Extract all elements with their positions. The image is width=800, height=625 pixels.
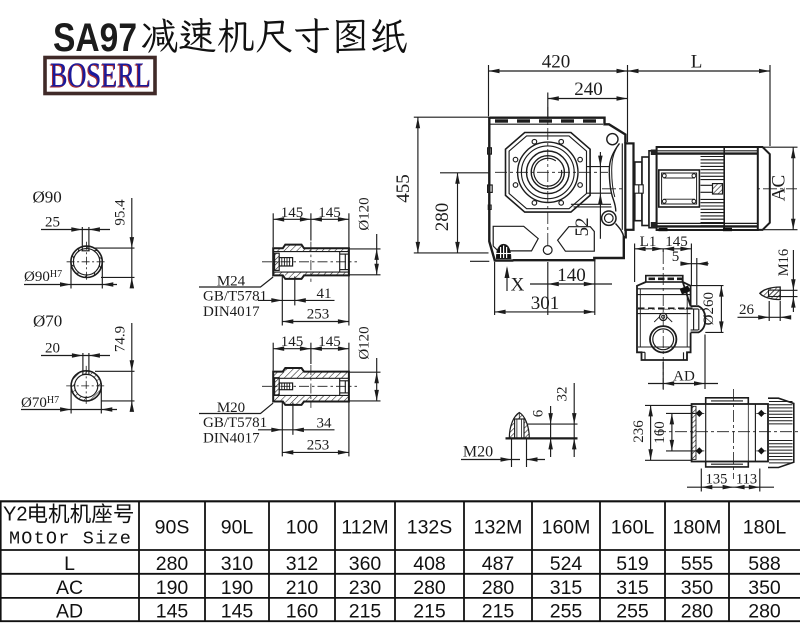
svg-text:32: 32 [555,387,571,402]
svg-text:160M: 160M [542,517,591,539]
svg-text:L: L [64,553,75,575]
svg-text:240: 240 [574,79,603,100]
svg-text:74.9: 74.9 [113,326,129,352]
svg-text:GB/T5781: GB/T5781 [203,415,267,431]
svg-text:190: 190 [221,577,254,599]
svg-text:135: 135 [706,472,728,488]
svg-text:524: 524 [550,553,583,575]
svg-text:26: 26 [739,302,755,318]
svg-text:160: 160 [286,601,319,623]
svg-text:280: 280 [413,577,446,599]
svg-text:6: 6 [531,409,547,417]
svg-text:100: 100 [286,517,319,539]
svg-text:52: 52 [572,218,593,237]
svg-text:34: 34 [317,415,333,431]
svg-text:M20: M20 [217,400,245,416]
svg-text:M16: M16 [776,249,792,276]
svg-text:215: 215 [482,601,515,623]
svg-text:145: 145 [281,205,304,221]
svg-text:AD: AD [56,601,83,623]
svg-text:132S: 132S [407,517,453,539]
svg-text:Ø120: Ø120 [357,197,373,230]
svg-text:95.4: 95.4 [113,199,129,226]
svg-text:420: 420 [542,52,571,73]
svg-text:280: 280 [156,553,189,575]
svg-text:M20: M20 [463,444,493,461]
svg-text:90S: 90S [155,517,190,539]
svg-text:408: 408 [413,553,446,575]
svg-text:145: 145 [221,601,254,623]
svg-text:310: 310 [221,553,254,575]
svg-text:255: 255 [616,601,649,623]
svg-text:519: 519 [616,553,649,575]
svg-text:160L: 160L [611,517,655,539]
svg-text:Y2: Y2 [3,504,27,526]
svg-text:360: 360 [349,553,382,575]
svg-text:180M: 180M [673,517,722,539]
svg-text:Ø90: Ø90 [33,188,62,207]
svg-text:90L: 90L [221,517,254,539]
svg-text:280: 280 [748,601,781,623]
svg-text:L: L [691,52,703,73]
svg-text:MOtOr Size: MOtOr Size [9,529,132,550]
svg-text:190: 190 [156,577,189,599]
svg-text:312: 312 [286,553,319,575]
svg-text:AD: AD [673,369,695,385]
svg-text:SA97: SA97 [53,16,137,60]
svg-text:M24: M24 [217,274,246,290]
svg-text:555: 555 [681,553,714,575]
svg-text:145: 145 [318,334,341,350]
svg-text:280: 280 [681,601,714,623]
svg-text:487: 487 [482,553,515,575]
svg-text:180L: 180L [743,517,787,539]
svg-text:145: 145 [665,234,688,250]
svg-text:AC: AC [56,577,83,599]
svg-text:236: 236 [631,420,647,443]
svg-text:253: 253 [307,437,330,453]
svg-text:Ø90H7: Ø90H7 [24,269,62,285]
svg-text:41: 41 [317,286,332,302]
svg-text:215: 215 [349,601,382,623]
svg-text:Ø70: Ø70 [33,312,62,331]
svg-text:210: 210 [286,577,319,599]
svg-text:5: 5 [672,249,680,265]
svg-text:230: 230 [349,577,382,599]
svg-text:132M: 132M [474,517,523,539]
svg-text:588: 588 [748,553,781,575]
svg-text:Ø70H7: Ø70H7 [21,395,59,411]
svg-text:255: 255 [550,601,583,623]
svg-text:Ø120: Ø120 [357,326,373,359]
svg-text:315: 315 [616,577,649,599]
svg-text:253: 253 [307,307,330,323]
svg-text:AC: AC [769,175,790,201]
svg-text:25: 25 [45,214,60,230]
svg-text:BOSERL: BOSERL [49,58,150,96]
svg-text:145: 145 [156,601,189,623]
svg-text:L1: L1 [640,234,657,250]
svg-text:145: 145 [281,334,304,350]
svg-text:DIN4017: DIN4017 [203,304,260,320]
svg-text:350: 350 [748,577,781,599]
svg-text:215: 215 [413,601,446,623]
svg-text:455: 455 [393,174,414,203]
svg-text:Ø260: Ø260 [701,292,717,325]
svg-text:20: 20 [45,340,60,356]
svg-text:X: X [511,275,525,296]
svg-text:113: 113 [736,472,757,488]
svg-text:280: 280 [482,577,515,599]
svg-text:160: 160 [652,421,668,444]
svg-text:350: 350 [681,577,714,599]
svg-text:280: 280 [432,203,453,232]
svg-text:315: 315 [550,577,583,599]
svg-text:301: 301 [531,293,560,314]
svg-text:DIN4017: DIN4017 [203,431,260,447]
svg-text:112M: 112M [341,517,388,539]
svg-text:145: 145 [318,205,341,221]
svg-text:GB/T5781: GB/T5781 [203,289,267,305]
svg-text:140: 140 [557,265,586,286]
svg-text:BOSERL: BOSERL [50,57,151,95]
